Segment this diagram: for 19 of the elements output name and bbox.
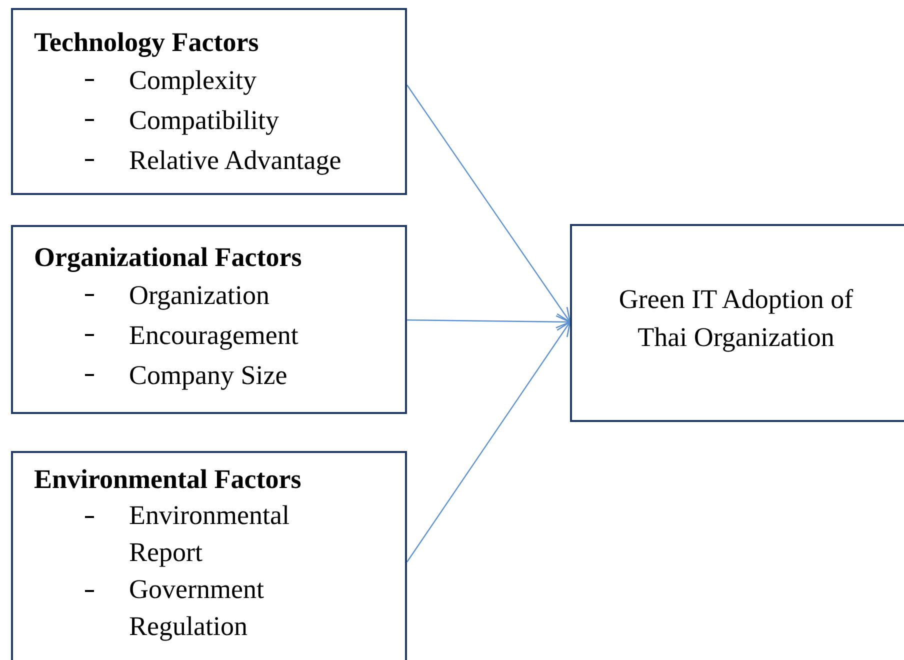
factor-item: Environmental Report (129, 499, 290, 569)
factor-heading: Environmental Factors (34, 463, 302, 496)
factor-item: Company Size (129, 359, 288, 392)
arrow (407, 315, 571, 328)
arrow (406, 84, 571, 323)
factor-item: Government Regulation (129, 573, 265, 643)
factor-item: Compatibility (129, 104, 280, 137)
factor-heading: Technology Factors (34, 26, 260, 59)
outcome-box (570, 224, 904, 422)
factor-box (11, 225, 407, 414)
factor-item: Complexity (129, 64, 258, 97)
arrow (406, 321, 571, 562)
outcome-text: Green IT Adoption of Thai Organization (618, 283, 854, 354)
factor-item: Organization (129, 279, 270, 312)
factor-item: Encouragement (129, 319, 300, 352)
factor-box (11, 8, 407, 195)
factor-box (11, 451, 407, 660)
factor-item: Relative Advantage (129, 144, 342, 177)
factor-heading: Organizational Factors (34, 241, 303, 274)
